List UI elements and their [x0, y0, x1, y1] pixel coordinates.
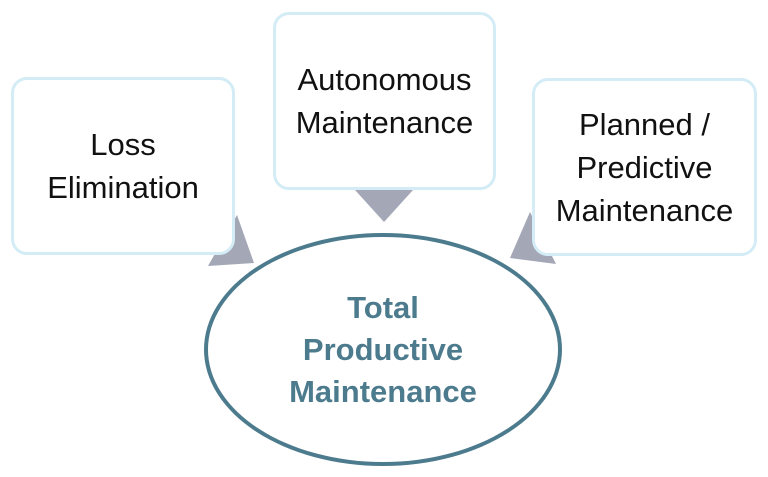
loss-elimination-box: Loss Elimination: [11, 77, 235, 255]
center-label-line3: Maintenance: [289, 373, 477, 409]
loss-elimination-label-line2: Elimination: [47, 170, 199, 205]
planned-maintenance-label-line2: Predictive: [576, 149, 713, 185]
center-label-line2: Productive: [302, 331, 464, 367]
arrow-autonomous-to-center: [355, 190, 413, 222]
autonomous-maintenance-label-line1: Autonomous: [297, 62, 472, 97]
planned-maintenance-label-line3: Maintenance: [555, 192, 734, 228]
loss-elimination-label-line1: Loss: [90, 127, 156, 162]
autonomous-maintenance-label-line2: Maintenance: [295, 105, 474, 140]
planned-maintenance-label-line1: Planned /: [579, 106, 710, 142]
autonomous-maintenance-box: Autonomous Maintenance: [273, 12, 496, 190]
planned-predictive-maintenance-box: Planned / Predictive Maintenance: [532, 78, 757, 256]
total-productive-maintenance-ellipse: Total Productive Maintenance: [204, 233, 562, 466]
center-label-line1: Total: [347, 289, 419, 325]
